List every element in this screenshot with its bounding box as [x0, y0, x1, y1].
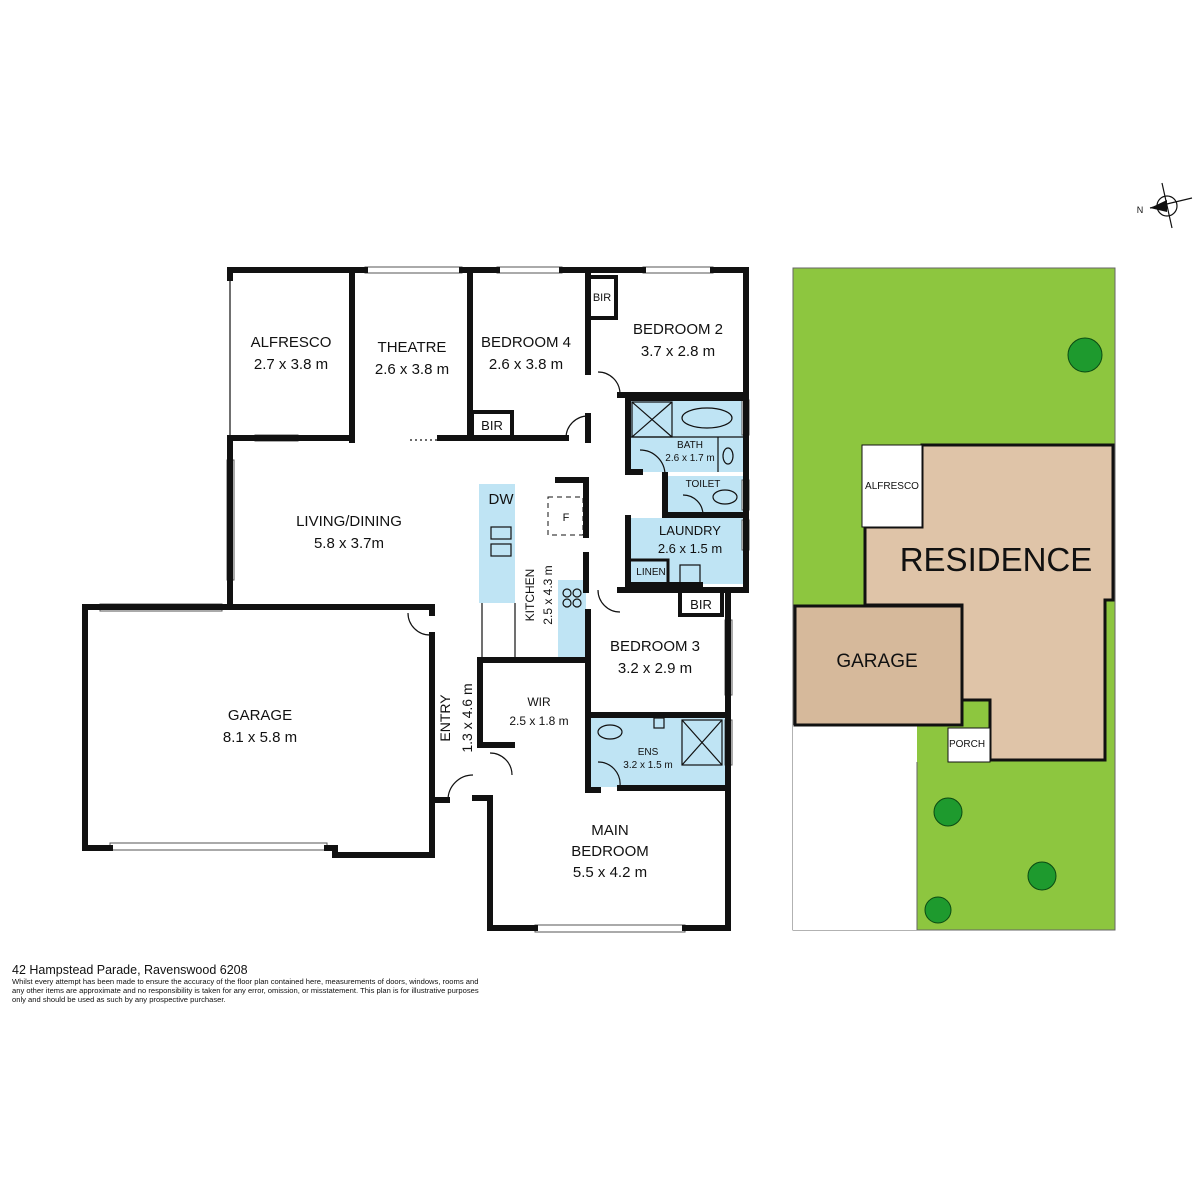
footer: 42 Hampstead Parade, Ravenswood 6208 Whi… [12, 963, 492, 1004]
bedroom4-label: BEDROOM 4 [481, 334, 571, 351]
site-porch [947, 727, 991, 763]
kitchen-cooktop-bench [558, 580, 586, 657]
bir-label: BIR [690, 597, 712, 612]
bath-size: 2.6 x 1.7 m [665, 453, 714, 464]
tree-icon [924, 337, 1103, 924]
entry-label: ENTRY [437, 694, 453, 742]
dishwasher-label: DW [489, 491, 515, 508]
garage-size: 8.1 x 5.8 m [223, 729, 297, 746]
site-garage-label: GARAGE [836, 651, 917, 672]
bedroom3-label: BEDROOM 3 [610, 638, 700, 655]
property-address: 42 Hampstead Parade, Ravenswood 6208 [12, 963, 248, 977]
bedroom3-size: 3.2 x 2.9 m [618, 660, 692, 677]
driveway [793, 725, 917, 930]
main-bedroom-size: 5.5 x 4.2 m [573, 864, 647, 881]
toilet-area [668, 476, 745, 514]
laundry-label: LAUNDRY [659, 523, 721, 538]
walls [82, 267, 749, 931]
bedroom2-label: BEDROOM 2 [633, 321, 723, 338]
living-size: 5.8 x 3.7m [314, 535, 384, 552]
alfresco-label: ALFRESCO [251, 334, 332, 351]
ens-label: ENS [638, 747, 659, 758]
toilet-label: TOILET [686, 479, 721, 490]
interior-lines [229, 270, 745, 801]
laundry-area [630, 518, 745, 584]
linen-label: LINEN [636, 567, 665, 578]
bath-label: BATH [677, 440, 703, 451]
site-residence-label: RESIDENCE [900, 541, 1093, 578]
fridge-label: F [563, 512, 570, 524]
kitchen-label: KITCHEN [523, 569, 537, 622]
theatre-label: THEATRE [378, 339, 447, 356]
wir-label: WIR [527, 695, 551, 709]
main-bedroom-label: MAIN [591, 822, 629, 839]
alfresco-size: 2.7 x 3.8 m [254, 356, 328, 373]
bir-label: BIR [593, 292, 611, 304]
entry-size: 1.3 x 4.6 m [459, 683, 475, 752]
main-bedroom-label-2: BEDROOM [571, 843, 649, 860]
site-porch-label: PORCH [949, 739, 985, 750]
living-label: LIVING/DINING [296, 513, 402, 530]
site-plan: ALFRESCO RESIDENCE GARAGE PORCH [792, 267, 1116, 931]
site-alfresco [861, 444, 923, 528]
site-alfresco-label: ALFRESCO [865, 481, 919, 492]
disclaimer: Whilst every attempt has been made to en… [12, 977, 479, 1004]
bedroom2-size: 3.7 x 2.8 m [641, 343, 715, 360]
ens-size: 3.2 x 1.5 m [623, 760, 672, 771]
kitchen-size: 2.5 x 4.3 m [541, 565, 555, 624]
garage-label: GARAGE [228, 707, 292, 724]
theatre-size: 2.6 x 3.8 m [375, 361, 449, 378]
bedroom4-size: 2.6 x 3.8 m [489, 356, 563, 373]
laundry-size: 2.6 x 1.5 m [658, 541, 722, 556]
room-labels: ALFRESCO 2.7 x 3.8 m THEATRE 2.6 x 3.8 m… [223, 292, 723, 881]
site-garage [793, 604, 964, 727]
compass-label: N [1137, 205, 1144, 215]
bir-label: BIR [481, 418, 503, 433]
compass-icon: N [1137, 182, 1193, 229]
wir-size: 2.5 x 1.8 m [509, 714, 568, 728]
ensuite-area [590, 717, 727, 787]
